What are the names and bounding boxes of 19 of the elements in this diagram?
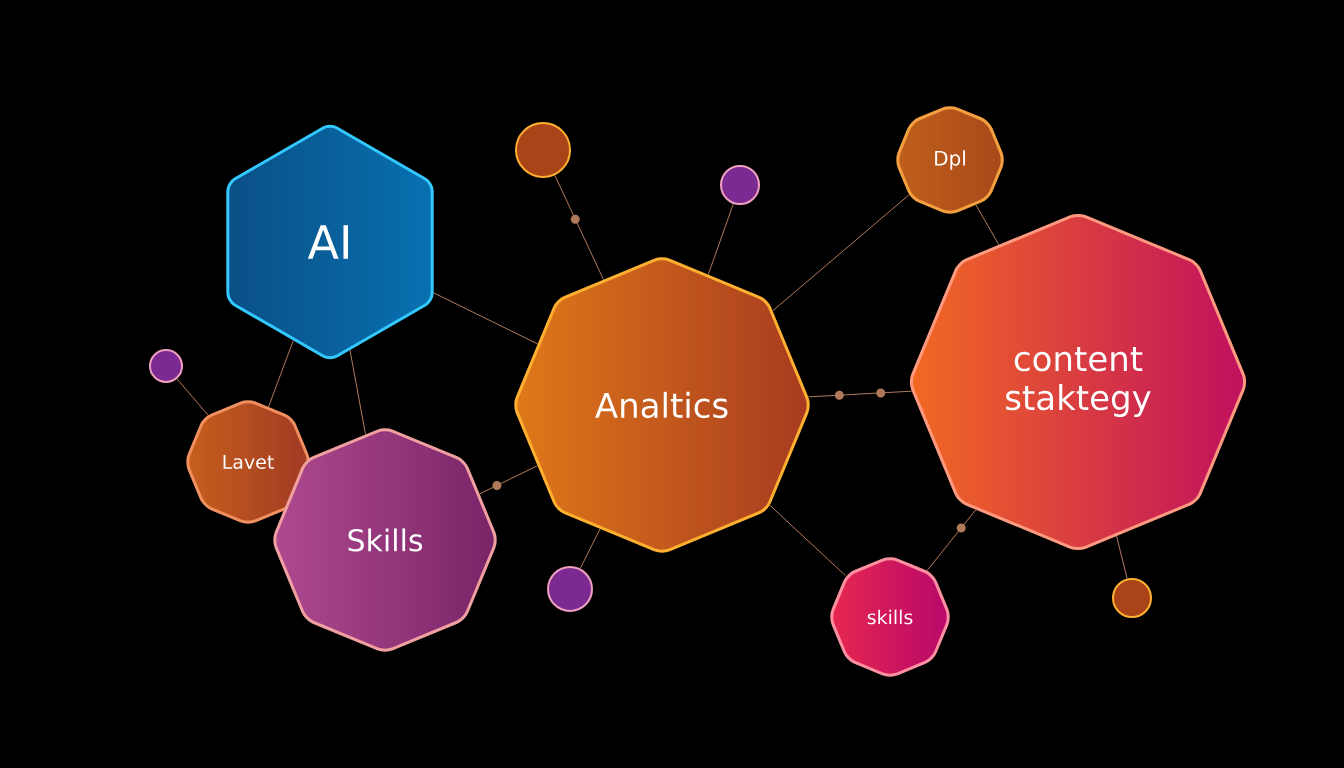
connector-line xyxy=(926,509,977,572)
connector-line xyxy=(268,340,294,408)
connector-line xyxy=(433,292,539,345)
circle-node xyxy=(149,349,183,383)
connector-line xyxy=(349,349,367,435)
connector-line xyxy=(554,174,604,281)
connector-line xyxy=(579,528,601,569)
circle-node xyxy=(720,165,760,205)
connector-line xyxy=(769,504,846,577)
connector-line xyxy=(1116,535,1128,580)
circle-node xyxy=(547,566,593,612)
connector-line xyxy=(975,204,1000,246)
connector-line xyxy=(479,465,538,495)
connector-line xyxy=(707,203,734,275)
connector-line xyxy=(807,388,913,400)
circle-node xyxy=(515,122,571,178)
connector-line xyxy=(176,378,209,416)
circle-node xyxy=(1112,578,1152,618)
connector-line xyxy=(772,194,910,312)
